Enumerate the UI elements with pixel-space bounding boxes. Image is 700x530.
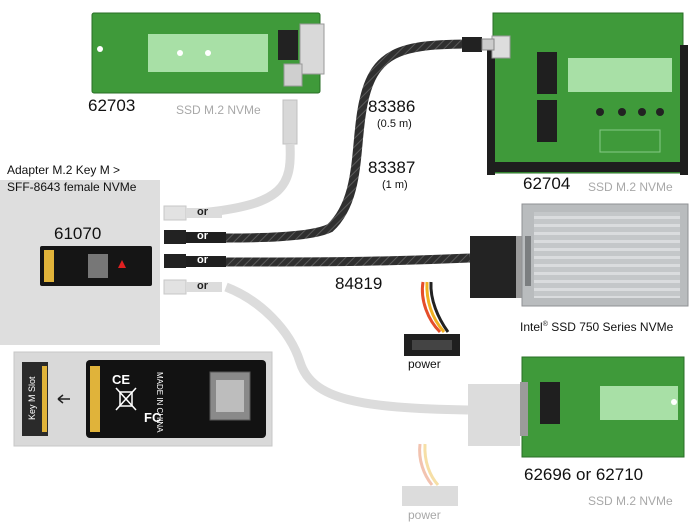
cable-83386 [225, 39, 475, 243]
adapter-small-port [88, 254, 108, 278]
faded-power-connector [402, 486, 458, 506]
length-83387: (1 m) [382, 179, 408, 191]
adapter-large-port-inner [216, 380, 244, 412]
u2-connector-metal [516, 236, 524, 298]
or-tag-4: or [197, 280, 208, 292]
adapter-title: Adapter M.2 Key M > SFF-8643 female NVMe [7, 162, 136, 196]
label-83387: 83387 [368, 158, 416, 177]
insert-arrow-icon [57, 394, 70, 404]
intel-ssd [521, 203, 689, 307]
intel-reg: ® [542, 321, 548, 328]
length-83386: (0.5 m) [377, 118, 412, 130]
label-62696: 62696 or 62710 [524, 465, 644, 484]
intel-rest: SSD 750 Series NVMe [547, 320, 674, 334]
label-61070: 61070 [54, 224, 102, 243]
cable-head-83386 [462, 37, 482, 52]
red-marker-icon [118, 260, 126, 268]
power-wire-yellow [425, 281, 446, 333]
power-connector-face [412, 340, 452, 350]
key-m-slot-pins [42, 366, 47, 432]
weee-bin-icon [115, 387, 137, 411]
label-62703: 62703 [88, 96, 136, 115]
power-label-gray: power [408, 508, 441, 522]
power-label: power [408, 357, 441, 371]
or-tag-1: or [197, 206, 208, 218]
board-62704 [487, 12, 688, 175]
connector-stubs [163, 205, 226, 295]
faded-wire-red [418, 443, 434, 486]
adapter-small-gold [44, 250, 54, 282]
or-tag-3: or [197, 254, 208, 266]
adapter-large-gold [90, 366, 100, 432]
cable-plug-83386 [481, 38, 495, 51]
caption-62696: SSD M.2 NVMe [588, 494, 673, 508]
label-84819: 84819 [335, 274, 383, 293]
u2-connector [470, 236, 518, 298]
key-m-slot-label: Key M Slot [27, 376, 37, 420]
faded-connector-62703 [282, 99, 298, 145]
faded-wire-yellow [423, 443, 440, 486]
power-wire-red [420, 281, 442, 334]
caption-62704: SSD M.2 NVMe [588, 180, 673, 194]
adapter-title-line2: SFF-8643 female NVMe [7, 180, 137, 194]
board-62696 [520, 356, 685, 458]
faded-cable-62696 [224, 282, 469, 415]
silk-ce: CE [112, 372, 131, 387]
intel-brand: Intel [520, 320, 543, 334]
label-83386: 83386 [368, 97, 416, 116]
silk-fc: FC [144, 410, 162, 425]
caption-intel: Intel® SSD 750 Series NVMe [520, 320, 673, 334]
faded-cable-62703 [199, 143, 295, 218]
power-wire-black [429, 281, 450, 333]
label-62704: 62704 [523, 174, 571, 193]
adapter-title-line1: Adapter M.2 Key M > [7, 163, 121, 177]
or-tag-2: or [197, 230, 208, 242]
board-62703 [91, 12, 325, 94]
faded-u2-connector [468, 384, 520, 446]
cable-84819 [225, 253, 471, 267]
caption-62703: SSD M.2 NVMe [176, 103, 261, 117]
